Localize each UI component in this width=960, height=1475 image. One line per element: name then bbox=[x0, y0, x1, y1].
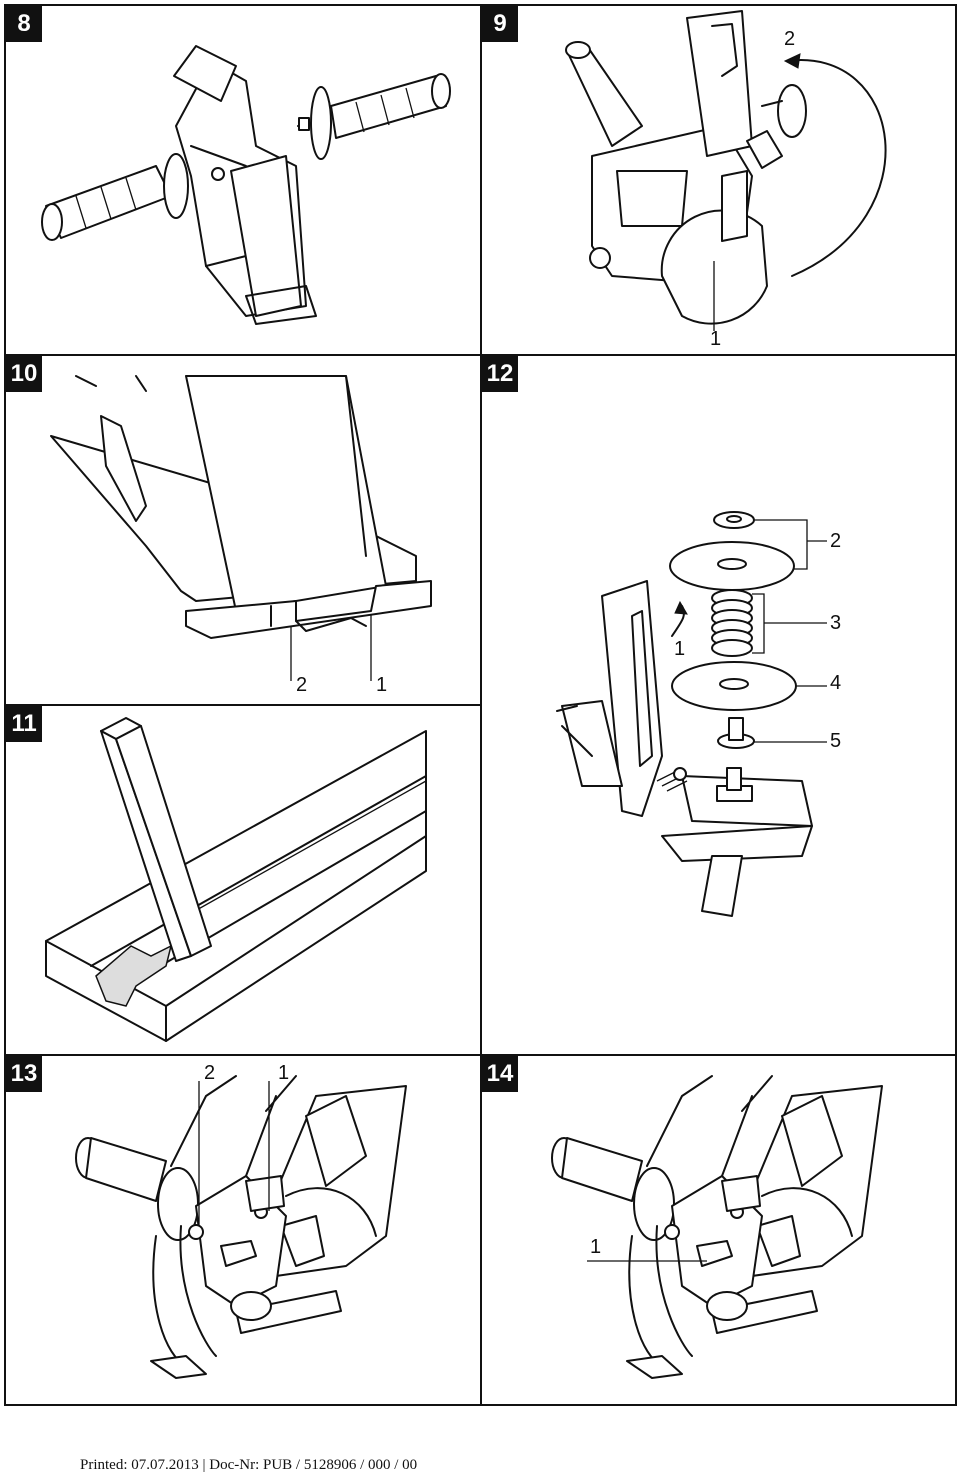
figure-14-panel: 14 1 bbox=[482, 1056, 955, 1404]
figure-14-illustration bbox=[551, 1075, 883, 1379]
figure-number-badge: 8 bbox=[6, 6, 42, 42]
callout-1: 1 bbox=[710, 328, 722, 350]
figure-number-badge: 11 bbox=[6, 706, 42, 742]
figure-10-panel: 10 2 1 bbox=[6, 356, 480, 704]
callout-3: 3 bbox=[830, 612, 842, 634]
figure-number-badge: 10 bbox=[6, 356, 42, 392]
figure-number-badge: 13 bbox=[6, 1056, 42, 1092]
frame-row-divider-2 bbox=[4, 1054, 957, 1056]
callout-1: 1 bbox=[674, 638, 686, 660]
frame-right bbox=[955, 4, 957, 1406]
figure-11-panel: 11 bbox=[6, 706, 480, 1054]
callout-2: 2 bbox=[784, 28, 796, 50]
frame-row-divider-1 bbox=[4, 354, 957, 356]
figure-11-illustration bbox=[45, 717, 427, 1042]
callout-1: 1 bbox=[590, 1236, 602, 1258]
figure-12-panel: 12 bbox=[482, 356, 955, 1054]
figure-10-illustration bbox=[50, 375, 432, 681]
figure-8-panel: 8 bbox=[6, 6, 480, 354]
callout-4: 4 bbox=[830, 672, 842, 694]
figure-8-illustration bbox=[41, 45, 451, 325]
callout-2: 2 bbox=[204, 1062, 216, 1084]
figure-number-badge: 14 bbox=[482, 1056, 518, 1092]
callout-2: 2 bbox=[830, 530, 842, 552]
callout-1: 1 bbox=[376, 674, 388, 696]
figure-12-illustration bbox=[556, 511, 827, 917]
callout-1: 1 bbox=[278, 1062, 290, 1084]
figure-9-illustration bbox=[565, 10, 887, 331]
frame-row-divider-11 bbox=[4, 704, 482, 706]
callout-5: 5 bbox=[830, 730, 842, 752]
figure-number-badge: 12 bbox=[482, 356, 518, 392]
figure-9-panel: 9 2 1 bbox=[482, 6, 955, 354]
figure-13-panel: 13 bbox=[6, 1056, 480, 1404]
figure-number-badge: 9 bbox=[482, 6, 518, 42]
print-footer: Printed: 07.07.2013 | Doc-Nr: PUB / 5128… bbox=[80, 1457, 418, 1473]
callout-2: 2 bbox=[296, 674, 308, 696]
figure-13-illustration bbox=[75, 1075, 407, 1379]
